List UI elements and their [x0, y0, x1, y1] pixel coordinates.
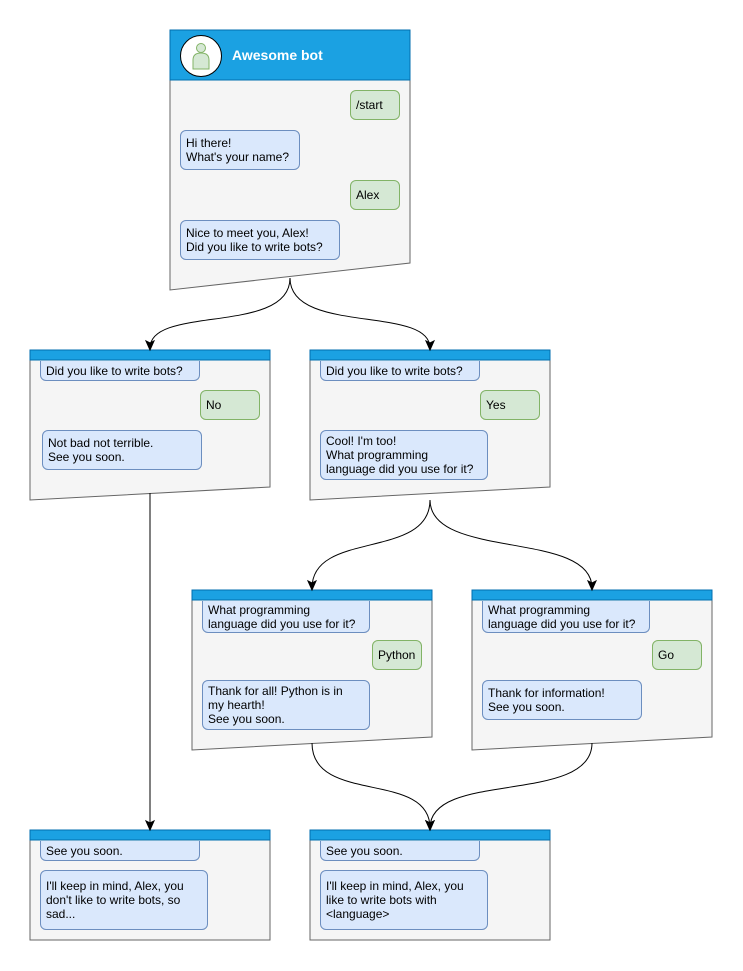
user-message: Python	[372, 640, 422, 670]
bot-message: Hi there! What's your name?	[180, 130, 300, 170]
user-message: Yes	[480, 390, 540, 420]
bot-message: Not bad not terrible. See you soon.	[42, 430, 202, 470]
card-header	[309, 349, 551, 361]
bot-message: Did you like to write bots?	[40, 361, 200, 381]
edge-start-to-yes	[289, 277, 431, 349]
bot-message: Cool! I'm too! What programming language…	[320, 430, 488, 480]
bot-message: Thank for all! Python is in my hearth! S…	[202, 680, 370, 730]
arrowhead-icon	[144, 819, 156, 832]
card-header	[471, 589, 713, 601]
card-header	[191, 589, 433, 601]
card-header	[29, 829, 271, 841]
arrowhead-icon	[424, 339, 436, 352]
arrowhead-icon	[144, 339, 156, 352]
arrowhead-icon	[586, 579, 598, 592]
bot-message: Thank for information! See you soon.	[482, 680, 642, 720]
bot-title: Awesome bot	[232, 47, 323, 63]
user-message: No	[200, 390, 260, 420]
arrowhead-icon	[306, 579, 318, 592]
bot-message: See you soon.	[320, 841, 480, 861]
user-message: Alex	[350, 180, 400, 210]
edge-yes-to-python	[311, 499, 431, 589]
bot-message: What programming language did you use fo…	[202, 601, 370, 633]
edge-python-to-end-yes	[311, 742, 431, 829]
bot-message: I'll keep in mind, Alex, you like to wri…	[320, 870, 488, 930]
arrowhead-icon	[424, 819, 436, 832]
bot-message: Nice to meet you, Alex! Did you like to …	[180, 220, 340, 260]
bot-message: See you soon.	[40, 841, 200, 861]
edge-start-to-no	[149, 277, 291, 349]
card-header	[29, 349, 271, 361]
card-header	[309, 829, 551, 841]
bot-message: What programming language did you use fo…	[482, 601, 650, 633]
bot-message: Did you like to write bots?	[320, 361, 480, 381]
user-message: Go	[652, 640, 702, 670]
user-message: /start	[350, 90, 400, 120]
edge-go-to-end-yes	[429, 742, 593, 829]
avatar	[180, 35, 222, 77]
bot-message: I'll keep in mind, Alex, you don't like …	[40, 870, 208, 930]
edge-yes-to-go	[429, 499, 593, 589]
user-icon	[192, 43, 210, 70]
